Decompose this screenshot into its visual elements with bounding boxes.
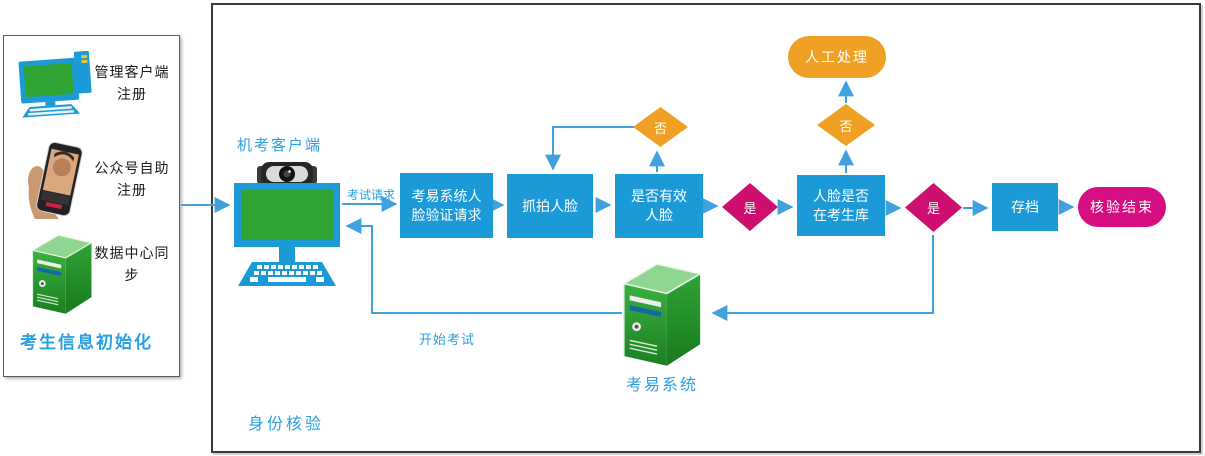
node-is-valid-face: 是否有效人脸 — [615, 174, 703, 238]
node-verification-end: 核验结束 — [1078, 187, 1166, 227]
server-icon — [28, 230, 96, 321]
exam-system-label: 考易系统 — [625, 377, 698, 394]
node-manual-processing: 人工处理 — [788, 36, 886, 78]
exam-system-server-icon — [618, 258, 706, 373]
node-face-in-candidate-db: 人脸是否在考生库 — [797, 175, 885, 236]
phone-selfie-icon — [25, 141, 87, 224]
node-archive: 存档 — [992, 183, 1058, 231]
node-face-verify-request: 考易系统人脸验证请求 — [400, 173, 493, 238]
left-panel-title: 考生信息初始化 — [20, 333, 153, 352]
desktop-computer-icon — [18, 50, 96, 121]
edge-label-exam-request: 考试请求 — [347, 188, 396, 202]
exam-client-computer-icon — [230, 156, 344, 293]
node-capture-face: 抓拍人脸 — [507, 174, 593, 238]
left-panel-item-label: 管理客户端注册 — [94, 64, 170, 102]
left-panel-item-label: 公众号自助注册 — [94, 160, 170, 198]
edge-label-start-exam: 开始考试 — [419, 332, 476, 347]
left-panel-item-label: 数据中心同步 — [94, 245, 170, 283]
exam-client-label: 机考客户端 — [237, 137, 323, 154]
main-panel-title: 身份核验 — [248, 416, 325, 433]
